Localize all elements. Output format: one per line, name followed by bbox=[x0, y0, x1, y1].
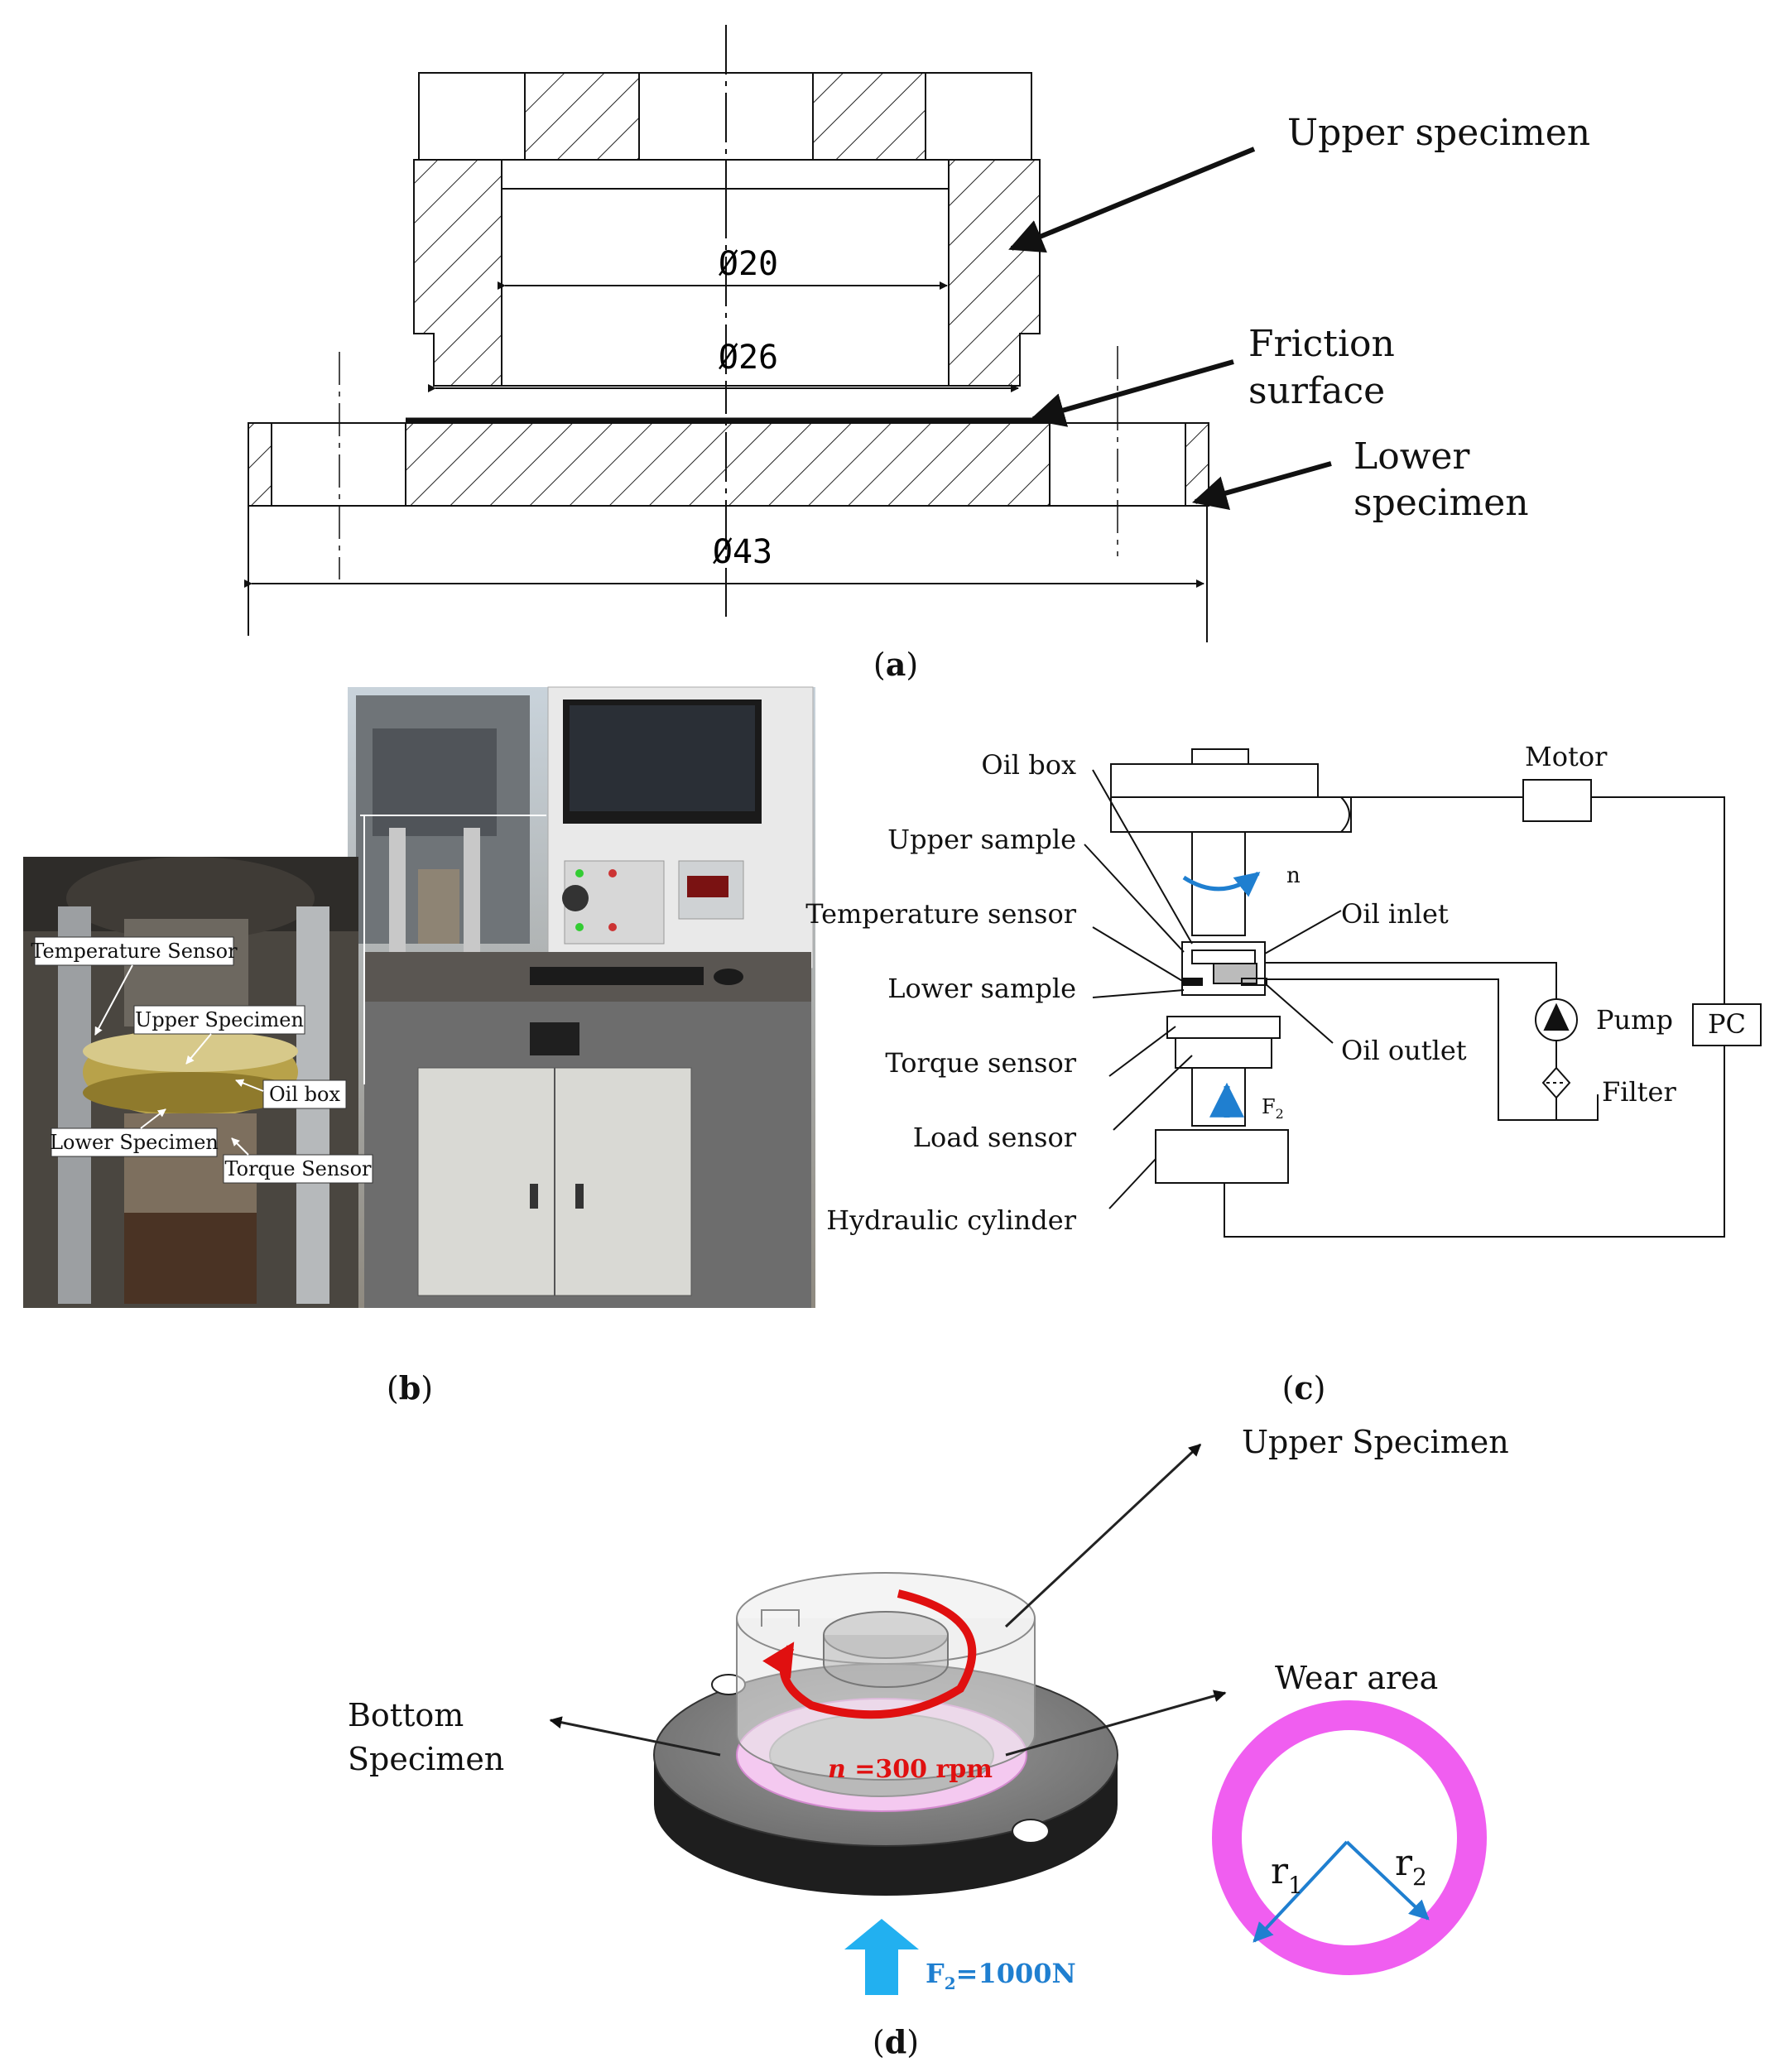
panel-c-schematic bbox=[1084, 748, 1762, 1238]
label-bottom-line1: Bottom bbox=[348, 1697, 464, 1733]
panel-b-callouts bbox=[34, 936, 373, 1184]
label-force-f2: F2 bbox=[1262, 1095, 1284, 1122]
label-wear-area: Wear area bbox=[1275, 1660, 1438, 1696]
label-hydraulic-cylinder: Hydraulic cylinder bbox=[826, 1204, 1077, 1236]
callout-temperature-sensor: Temperature Sensor bbox=[31, 940, 238, 963]
label-oil-box: Oil box bbox=[981, 749, 1076, 781]
label-lower-line2: specimen bbox=[1353, 482, 1529, 524]
label-lower-line1: Lower bbox=[1353, 435, 1470, 478]
label-oil-outlet: Oil outlet bbox=[1341, 1035, 1467, 1066]
label-motor: Motor bbox=[1525, 741, 1608, 772]
panel-a-drawing bbox=[244, 25, 1332, 642]
caption-c: (c) bbox=[1282, 1369, 1326, 1406]
callout-upper-specimen: Upper Specimen bbox=[135, 1008, 304, 1031]
callout-lower-specimen: Lower Specimen bbox=[50, 1131, 219, 1154]
panel-b-photo bbox=[23, 686, 815, 1308]
dimension-26: Ø26 bbox=[719, 339, 778, 377]
label-pc: PC bbox=[1708, 1008, 1746, 1040]
label-speed: n =300 rpm bbox=[828, 1755, 993, 1784]
label-rotation-n: n bbox=[1286, 863, 1301, 888]
label-load-sensor: Load sensor bbox=[913, 1122, 1077, 1153]
caption-a: (a) bbox=[873, 646, 918, 683]
caption-d: (d) bbox=[873, 2023, 919, 2060]
callout-torque-sensor: Torque Sensor bbox=[224, 1157, 372, 1180]
label-upper-sample: Upper sample bbox=[887, 824, 1076, 855]
label-lower-sample: Lower sample bbox=[887, 973, 1076, 1004]
label-force-d: F2=1000N bbox=[926, 1958, 1076, 1993]
dimension-43: Ø43 bbox=[713, 533, 772, 571]
label-pump: Pump bbox=[1596, 1004, 1673, 1036]
label-friction-line1: Friction bbox=[1248, 323, 1395, 365]
label-r1: r1 bbox=[1271, 1850, 1303, 1899]
label-torque-sensor: Torque sensor bbox=[885, 1047, 1076, 1079]
label-temperature-sensor: Temperature sensor bbox=[805, 898, 1076, 930]
callout-oil-box: Oil box bbox=[269, 1083, 340, 1106]
dimension-20: Ø20 bbox=[719, 245, 778, 283]
label-filter: Filter bbox=[1602, 1076, 1676, 1108]
label-upper-specimen-d: Upper Specimen bbox=[1242, 1424, 1509, 1460]
rotation-arrow bbox=[1182, 872, 1261, 897]
caption-b: (b) bbox=[387, 1369, 433, 1406]
label-oil-inlet: Oil inlet bbox=[1341, 898, 1449, 930]
label-r2: r2 bbox=[1395, 1842, 1427, 1891]
panel-d-render bbox=[549, 1443, 1487, 1995]
label-friction-line2: surface bbox=[1248, 370, 1385, 412]
label-bottom-line2: Specimen bbox=[348, 1741, 504, 1777]
label-upper-specimen: Upper specimen bbox=[1287, 112, 1590, 154]
